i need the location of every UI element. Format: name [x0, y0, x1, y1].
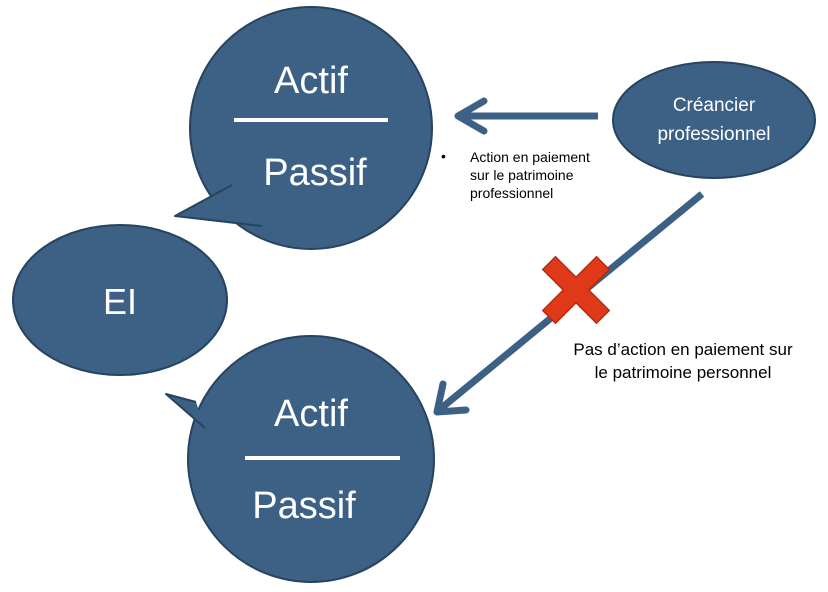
- creditor-line1: Créancier: [673, 95, 756, 116]
- creditor-line2: professionnel: [657, 124, 770, 145]
- bottom-asset-label: Actif: [274, 393, 348, 435]
- allowed-action-line1: Action en paiement: [470, 149, 590, 165]
- allowed-action-line2: sur le patrimoine: [470, 167, 574, 183]
- professional-creditor-ellipse: Créancier professionnel: [612, 61, 816, 179]
- allowed-action-arrow-icon: [454, 97, 598, 135]
- ei-ellipse: EI: [12, 224, 228, 376]
- top-asset-label: Actif: [274, 60, 348, 102]
- top-liability-label: Passif: [263, 152, 367, 194]
- allowed-action-bullet: •: [441, 148, 446, 164]
- ei-label: EI: [103, 281, 137, 322]
- allowed-action-line3: professionnel: [470, 185, 553, 201]
- bottom-liability-label: Passif: [252, 485, 356, 527]
- personal-patrimony-bubble: Actif Passif: [165, 335, 435, 583]
- blocked-action-caption: Pas d’action en paiement sur le patrimoi…: [573, 340, 793, 382]
- blocked-action-line1: Pas d’action en paiement sur: [573, 340, 793, 359]
- allowed-action-note: • Action en paiement sur le patrimoine p…: [441, 148, 590, 201]
- blocked-action-line2: le patrimoine personnel: [595, 363, 772, 382]
- cross-icon: [541, 255, 611, 325]
- professional-patrimony-bubble: Actif Passif: [174, 6, 433, 250]
